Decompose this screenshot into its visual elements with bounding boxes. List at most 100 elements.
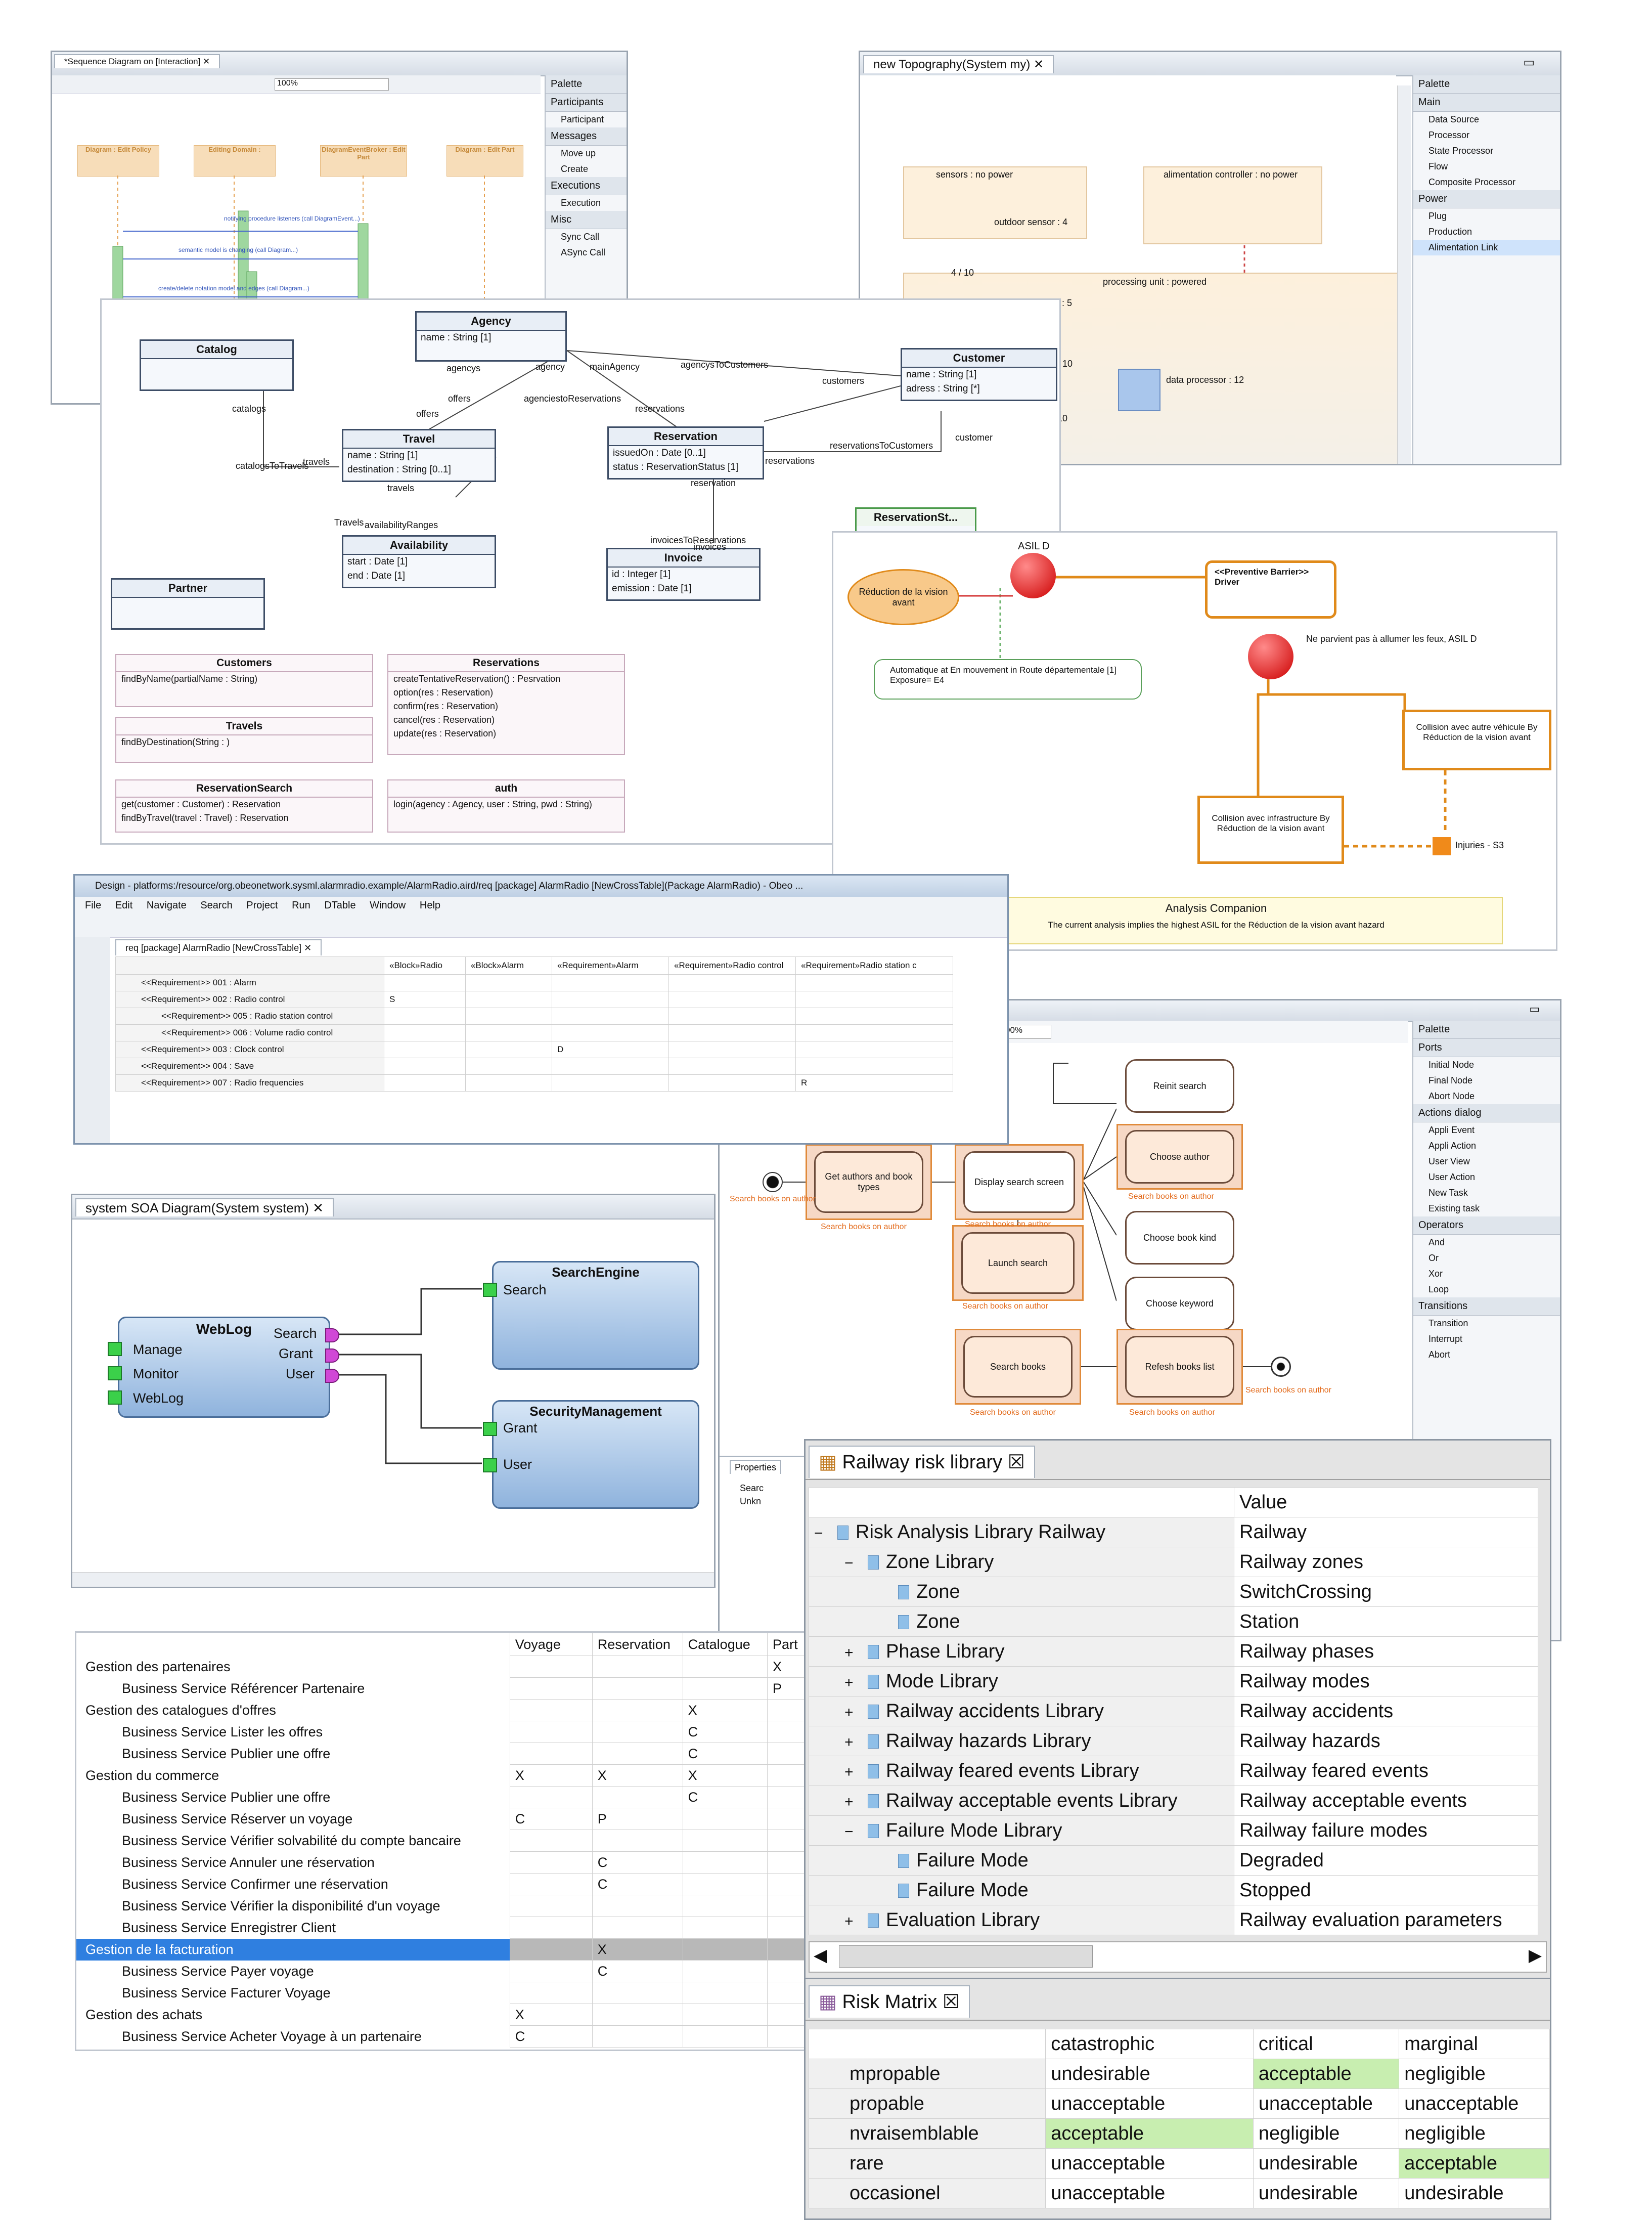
table-cell[interactable] bbox=[682, 1895, 768, 1917]
table-cell[interactable] bbox=[682, 1873, 768, 1895]
class-reservation[interactable]: Reservation issuedOn : Date [0..1] statu… bbox=[607, 426, 764, 480]
table-cell[interactable] bbox=[509, 1851, 593, 1874]
table-cell[interactable] bbox=[509, 1917, 593, 1939]
matrix-cell[interactable]: undesirable bbox=[1045, 2059, 1254, 2089]
table-cell[interactable] bbox=[668, 1058, 796, 1075]
table-row[interactable]: Business Service Facturer Voyage bbox=[76, 1982, 817, 2004]
table-cell[interactable] bbox=[552, 1024, 669, 1041]
service-row-label[interactable]: Business Service Réserver un voyage bbox=[122, 1811, 353, 1826]
node-alimentation[interactable] bbox=[1143, 166, 1322, 244]
matrix-cell[interactable]: negligible bbox=[1399, 2059, 1550, 2089]
table-cell[interactable] bbox=[668, 991, 796, 1008]
table-cell[interactable] bbox=[465, 1074, 552, 1092]
vertical-scrollbar[interactable] bbox=[1397, 85, 1411, 464]
column-header[interactable]: «Block»Radio bbox=[384, 956, 466, 975]
table-cell[interactable]: C bbox=[592, 1873, 683, 1895]
service-row-label[interactable]: Business Service Lister les offres bbox=[122, 1724, 323, 1739]
tree-node[interactable]: +Railway hazards Library bbox=[809, 1726, 1234, 1756]
activity-node[interactable]: Reinit search bbox=[1117, 1053, 1243, 1119]
palette-item[interactable]: Appli Event bbox=[1428, 1125, 1475, 1135]
table-row[interactable]: <<Requirement>> 002 : Radio control S bbox=[115, 991, 953, 1008]
tree-node[interactable]: +Evaluation Library bbox=[809, 1905, 1234, 1935]
service-row-label[interactable]: Business Service Annuler une réservation bbox=[122, 1854, 375, 1870]
row-header[interactable]: <<Requirement>> 004 : Save bbox=[115, 1058, 384, 1075]
table-cell[interactable] bbox=[682, 1982, 768, 2004]
value-cell[interactable]: Railway acceptable events bbox=[1234, 1786, 1538, 1816]
tree-node[interactable]: −Failure Mode Library bbox=[809, 1815, 1234, 1846]
table-cell[interactable] bbox=[682, 1938, 768, 1961]
expand-icon[interactable]: + bbox=[844, 1644, 854, 1661]
table-cell[interactable]: D bbox=[552, 1041, 669, 1058]
zoom-combo[interactable]: 00% bbox=[1003, 1025, 1051, 1039]
matrix-cell[interactable]: undesirable bbox=[1253, 2148, 1400, 2179]
palette-group[interactable]: Ports bbox=[1413, 1039, 1560, 1057]
table-cell[interactable]: C bbox=[682, 1721, 768, 1743]
expand-icon[interactable]: + bbox=[844, 1763, 854, 1780]
table-cell[interactable] bbox=[682, 2025, 768, 2048]
table-cell[interactable] bbox=[592, 1699, 683, 1721]
table-cell[interactable] bbox=[509, 1982, 593, 2004]
table-cell[interactable]: C bbox=[592, 1851, 683, 1874]
palette-item[interactable]: Participant bbox=[561, 114, 604, 124]
component-weblog[interactable]: WebLog bbox=[118, 1317, 330, 1418]
menu-navigate[interactable]: Navigate bbox=[146, 900, 187, 911]
risk-ball[interactable] bbox=[1010, 553, 1056, 598]
column-header[interactable]: «Requirement»Radio control bbox=[668, 956, 796, 975]
class-agency[interactable]: Agency name : String [1] bbox=[415, 311, 567, 362]
matrix-cell[interactable]: negligible bbox=[1253, 2118, 1400, 2149]
table-row[interactable]: Business Service Lister les offres C bbox=[76, 1721, 817, 1743]
service-row-label[interactable]: Business Service Confirmer une réservati… bbox=[122, 1876, 388, 1892]
row-header[interactable]: nvraisemblable bbox=[808, 2118, 1046, 2149]
palette-item[interactable]: User View bbox=[1428, 1156, 1470, 1166]
table-cell[interactable] bbox=[592, 1786, 683, 1808]
table-cell[interactable] bbox=[384, 1008, 466, 1025]
table-cell[interactable] bbox=[509, 1786, 593, 1808]
expand-icon[interactable]: + bbox=[844, 1912, 854, 1930]
menu-window[interactable]: Window bbox=[370, 900, 406, 911]
group-row-label[interactable]: Gestion des achats bbox=[85, 2007, 203, 2022]
tree-node[interactable]: −Zone Library bbox=[809, 1547, 1234, 1577]
palette-group[interactable]: Messages bbox=[546, 127, 627, 146]
table-cell[interactable] bbox=[552, 1008, 669, 1025]
value-cell[interactable]: Degraded bbox=[1234, 1845, 1538, 1876]
palette-item[interactable]: Interrupt bbox=[1428, 1334, 1463, 1344]
barrier-box[interactable]: <<Preventive Barrier>> Driver bbox=[1205, 560, 1336, 619]
port-in-icon[interactable] bbox=[483, 1422, 497, 1436]
component-search-engine[interactable]: SearchEngine bbox=[492, 1261, 699, 1370]
row-header[interactable]: occasionel bbox=[808, 2178, 1046, 2208]
table-cell[interactable] bbox=[795, 1058, 953, 1075]
table-cell[interactable] bbox=[682, 1960, 768, 1982]
table-cell[interactable] bbox=[384, 1024, 466, 1041]
value-cell[interactable]: Railway evaluation parameters bbox=[1234, 1905, 1538, 1935]
matrix-cell[interactable]: acceptable bbox=[1399, 2148, 1550, 2179]
palette-group[interactable]: Power bbox=[1413, 190, 1560, 208]
tree-node[interactable]: Failure Mode bbox=[809, 1875, 1234, 1905]
table-cell[interactable] bbox=[682, 1851, 768, 1874]
group-row-label[interactable]: Gestion des partenaires bbox=[85, 1659, 231, 1674]
tab-cross-table[interactable]: req [package] AlarmRadio [NewCrossTable]… bbox=[115, 939, 322, 955]
matrix-cell[interactable]: acceptable bbox=[1253, 2059, 1400, 2089]
palette-item[interactable]: Transition bbox=[1428, 1318, 1468, 1328]
palette-item[interactable]: State Processor bbox=[1428, 146, 1494, 156]
column-header[interactable]: catastrophic bbox=[1045, 2029, 1254, 2059]
table-cell[interactable] bbox=[509, 1830, 593, 1852]
table-cell[interactable] bbox=[509, 1895, 593, 1917]
table-row[interactable]: <<Requirement>> 006 : Volume radio contr… bbox=[115, 1024, 953, 1041]
palette-item[interactable]: Move up bbox=[561, 148, 596, 158]
table-cell[interactable] bbox=[465, 1024, 552, 1041]
tree-node[interactable]: Zone bbox=[809, 1606, 1234, 1637]
table-cell[interactable] bbox=[384, 1041, 466, 1058]
value-cell[interactable]: Railway zones bbox=[1234, 1547, 1538, 1577]
palette-group[interactable]: Main bbox=[1413, 94, 1560, 112]
minimize-icon[interactable]: ▭ bbox=[1523, 56, 1535, 69]
palette-group[interactable]: Actions dialog bbox=[1413, 1104, 1560, 1122]
table-cell[interactable] bbox=[509, 1938, 593, 1961]
menu-project[interactable]: Project bbox=[246, 900, 278, 911]
tab-sequence-diagram[interactable]: *Sequence Diagram on [Interaction] ✕ bbox=[54, 54, 220, 68]
activity-node[interactable]: Choose author bbox=[1117, 1124, 1243, 1190]
lifeline-head[interactable]: Editing Domain : bbox=[194, 145, 276, 177]
table-cell[interactable] bbox=[668, 1041, 796, 1058]
table-cell[interactable] bbox=[592, 1677, 683, 1700]
